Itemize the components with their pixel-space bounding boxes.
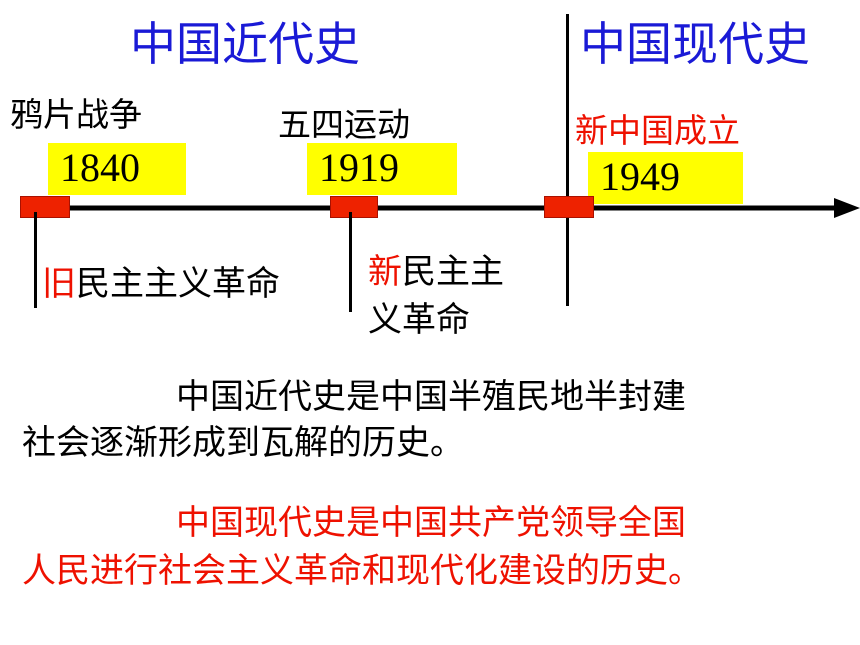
era-label-new-democratic-revolution: 新民主主义革命 — [368, 248, 504, 344]
paragraph-modern-line1: 中国近代史是中国半殖民地半封建 — [176, 377, 686, 417]
heading-modern-history: 中国近代史 — [130, 17, 360, 71]
tick-line-1840 — [34, 212, 37, 308]
era-new-line1-rest: 民主主 — [402, 252, 504, 292]
era-old-prefix: 旧 — [42, 264, 76, 304]
tick-line-1919 — [349, 212, 352, 312]
timeline-marker-1919 — [330, 196, 378, 218]
event-label-may-fourth: 五四运动 — [278, 105, 410, 144]
timeline-arrow — [24, 198, 860, 218]
event-label-opium-war: 鸦片战争 — [10, 95, 142, 134]
year-box-1840: 1840 — [48, 143, 186, 195]
year-box-1919: 1919 — [307, 143, 457, 195]
paragraph-contemporary-line2: 人民进行社会主义革命和现代化建设的历史。 — [22, 551, 702, 591]
era-new-line2: 义革命 — [368, 300, 470, 340]
timeline-marker-1949 — [544, 196, 594, 218]
heading-contemporary-history: 中国现代史 — [580, 17, 810, 71]
paragraph-contemporary-line1: 中国现代史是中国共产党领导全国 — [176, 503, 686, 543]
timeline-marker-1840 — [20, 196, 70, 218]
event-label-prc-founding: 新中国成立 — [575, 111, 740, 150]
era-divider-line — [566, 14, 569, 306]
era-new-prefix: 新 — [368, 252, 402, 292]
era-old-rest: 民主主义革命 — [76, 264, 280, 304]
paragraph-modern-line2: 社会逐渐形成到瓦解的历史。 — [22, 423, 464, 463]
year-box-1949: 1949 — [588, 152, 743, 204]
era-label-old-democratic-revolution: 旧民主主义革命 — [42, 256, 280, 305]
